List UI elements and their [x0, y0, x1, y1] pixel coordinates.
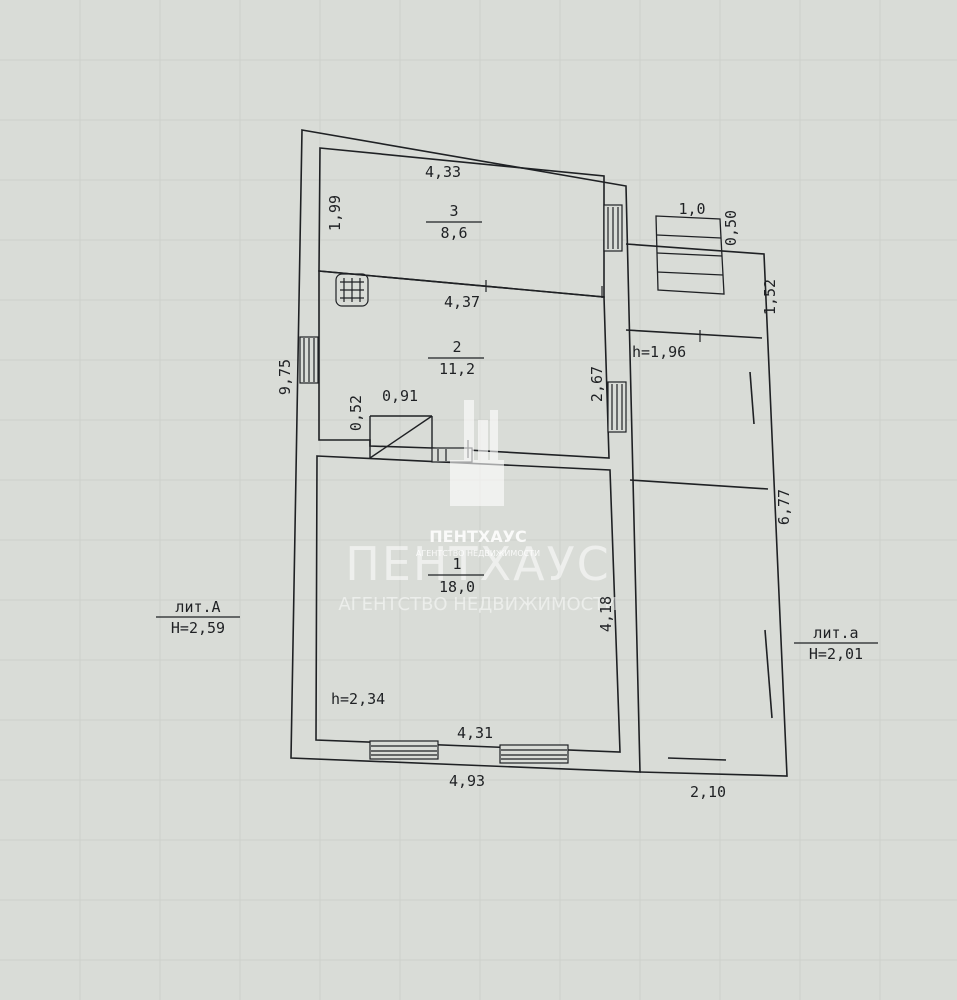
watermark: ПЕНТХАУС АГЕНТСТВО НЕДВИЖИМОСТИ ПЕНТХАУС…	[338, 400, 618, 615]
dim-overall-width: 4,93	[449, 772, 485, 790]
dim-extension-length: 6,77	[775, 489, 793, 525]
dim-niche-width: 0,91	[382, 387, 418, 405]
stairs	[655, 215, 725, 295]
dimension-ticks	[467, 280, 701, 458]
dim-extension-width: 2,10	[690, 783, 726, 801]
legend-annex-name: лит.а	[813, 624, 858, 642]
dim-room2-height: 2,67	[588, 366, 606, 402]
dim-room1-height: 4,18	[597, 596, 615, 632]
legend-main-name: лит.А	[175, 598, 220, 616]
legend-main-building: лит.А Н=2,59	[156, 598, 240, 637]
room-1: 1 18,0	[428, 555, 484, 596]
watermark-subtitle-small: АГЕНТСТВО НЕДВИЖИМОСТИ	[416, 549, 540, 558]
niche	[369, 415, 433, 459]
dimension-labels: 4,33 1,99 4,37 9,75 2,67 0,52 0,91 4,18 …	[276, 163, 793, 801]
room-2: 2 11,2	[428, 338, 484, 378]
dim-room1-width: 4,31	[457, 724, 493, 742]
legend-main-height: Н=2,59	[171, 619, 225, 637]
dim-room3-height: 1,99	[326, 195, 344, 231]
legend-annex: лит.а Н=2,01	[794, 624, 878, 663]
room-2-area: 11,2	[439, 360, 475, 378]
legend-annex-height: Н=2,01	[809, 645, 863, 663]
room-3: 3 8,6	[426, 202, 482, 242]
watermark-building-icon	[450, 400, 504, 506]
room1-ceiling-height: h=2,34	[331, 690, 385, 708]
ceiling-heights: h=2,34 h=1,96	[331, 343, 686, 708]
stove-icon	[335, 273, 369, 307]
watermark-brand-small: ПЕНТХАУС	[429, 527, 526, 546]
room-2-number: 2	[452, 338, 461, 356]
dim-porch-depth: 1,52	[761, 279, 779, 315]
dim-top-width: 4,33	[425, 163, 461, 181]
annex-walls	[625, 243, 788, 777]
dim-stair-width: 1,0	[678, 200, 705, 218]
dim-stair-depth: 0,50	[722, 210, 740, 246]
dim-room2-width: 4,37	[444, 293, 480, 311]
room-3-area: 8,6	[440, 224, 467, 242]
watermark-brand-large: ПЕНТХАУС	[345, 537, 610, 591]
watermark-subtitle-large: АГЕНТСТВО НЕДВИЖИМОСТИ	[338, 594, 617, 615]
extension-ceiling-height: h=1,96	[632, 343, 686, 361]
room-1-number: 1	[452, 555, 461, 573]
dim-overall-length: 9,75	[276, 359, 294, 395]
room-1-area: 18,0	[439, 578, 475, 596]
room-3-number: 3	[449, 202, 458, 220]
openings	[299, 204, 627, 764]
dim-niche-height: 0,52	[347, 395, 365, 431]
